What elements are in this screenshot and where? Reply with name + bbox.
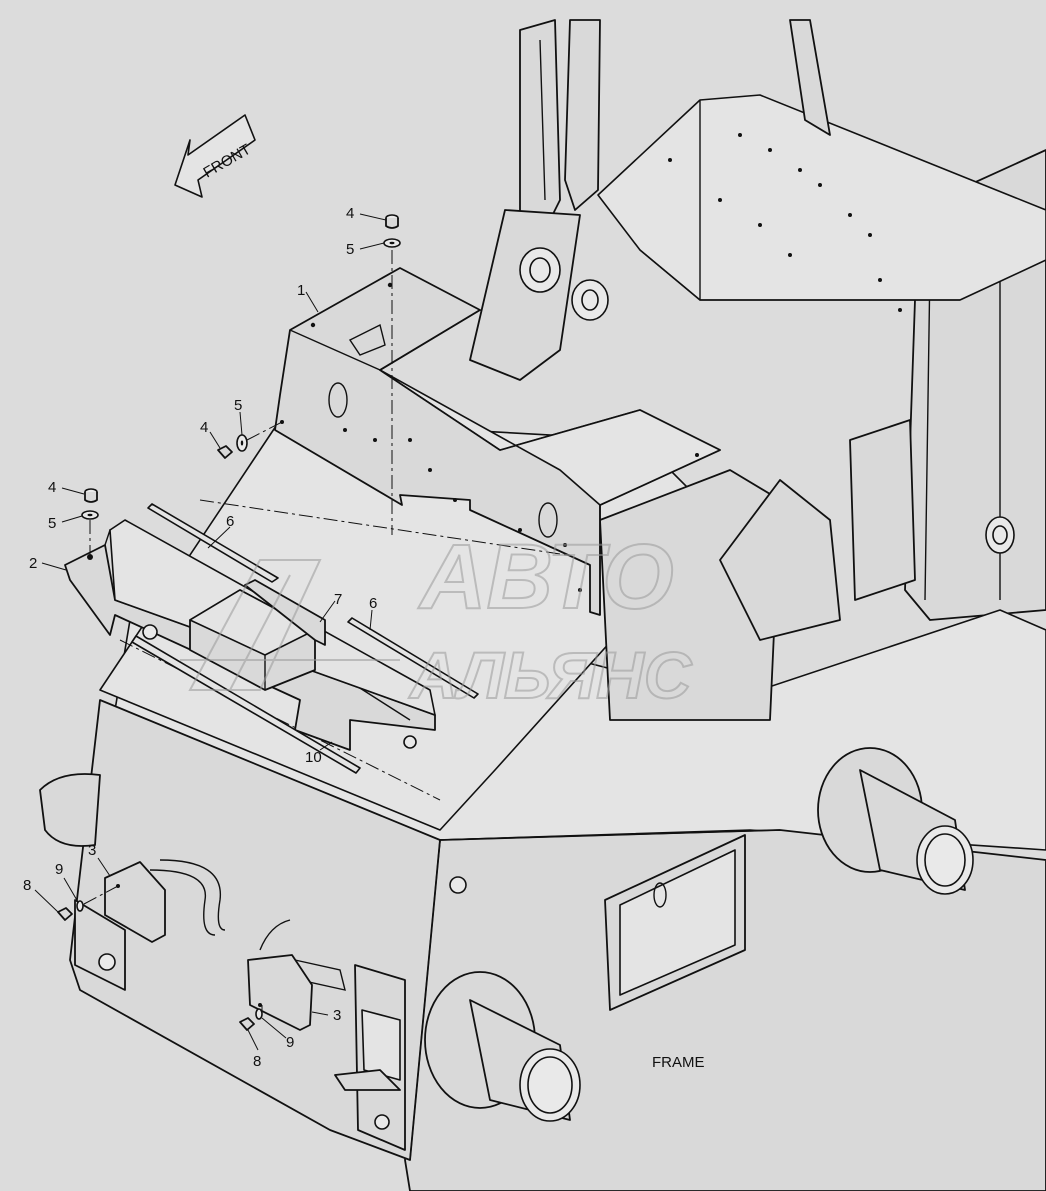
fastener-washer-5-lower: [81, 510, 99, 520]
frame-openings: [74, 834, 746, 1151]
fastener-bolt-4-lower: [84, 488, 98, 503]
part-6-seal-strip-b: [347, 617, 479, 699]
fastener-bolt-8-left: [57, 907, 73, 921]
front-direction-arrow: FRONT: [174, 114, 256, 198]
callout-6-left: 6: [226, 513, 234, 530]
part-3-cover-plate-a: [104, 861, 166, 943]
callout-3-left: 3: [88, 842, 96, 859]
fastener-washer-9-left: [76, 900, 84, 912]
frame-label: FRAME: [652, 1054, 705, 1071]
callout-8-left: 8: [23, 877, 31, 894]
leader-lines: [34, 213, 387, 1051]
frame-trunnions: [39, 516, 1015, 1122]
watermark-line2: АЛЬЯНС: [408, 638, 693, 712]
fastener-washer-5-top: [383, 238, 401, 248]
deck-holes: [668, 133, 902, 312]
assembly-center-lines: [83, 250, 393, 1012]
fastener-bolt-8-right: [239, 1017, 255, 1031]
callout-5-left: 5: [234, 397, 242, 414]
callout-9-right: 9: [286, 1034, 294, 1051]
callout-9-left: 9: [55, 861, 63, 878]
callout-3-right: 3: [333, 1007, 341, 1024]
part-3-cover-plate-b: [247, 954, 313, 1031]
watermark-line1: АВТО: [418, 526, 674, 628]
callout-7: 7: [334, 591, 342, 608]
fastener-washer-9-right: [255, 1008, 263, 1020]
callout-2: 2: [29, 555, 37, 572]
callout-5-lower: 5: [48, 515, 56, 532]
callout-4-top: 4: [346, 205, 354, 222]
watermark: АВТО АЛЬЯНС: [180, 525, 694, 713]
callout-4-left: 4: [200, 419, 208, 436]
callout-4-lower: 4: [48, 479, 56, 496]
fastener-washer-5-left: [236, 434, 248, 452]
part-1-cover-bracket: [274, 267, 721, 616]
callout-10: 10: [305, 749, 322, 766]
fastener-bolt-4-left: [217, 445, 233, 459]
fastener-bolt-4-top: [385, 214, 399, 229]
callout-6-right: 6: [369, 595, 377, 612]
watermark-logo-mark: [180, 559, 400, 691]
callout-labels: 1 2 3 3 4 4 4 5 5 5 6 6 7 8 8 9 9 10: [23, 205, 377, 1070]
callout-1: 1: [297, 282, 305, 299]
part-10-seal-strip: [131, 635, 361, 774]
callout-5-top: 5: [346, 241, 354, 258]
callout-8-right: 8: [253, 1053, 261, 1070]
